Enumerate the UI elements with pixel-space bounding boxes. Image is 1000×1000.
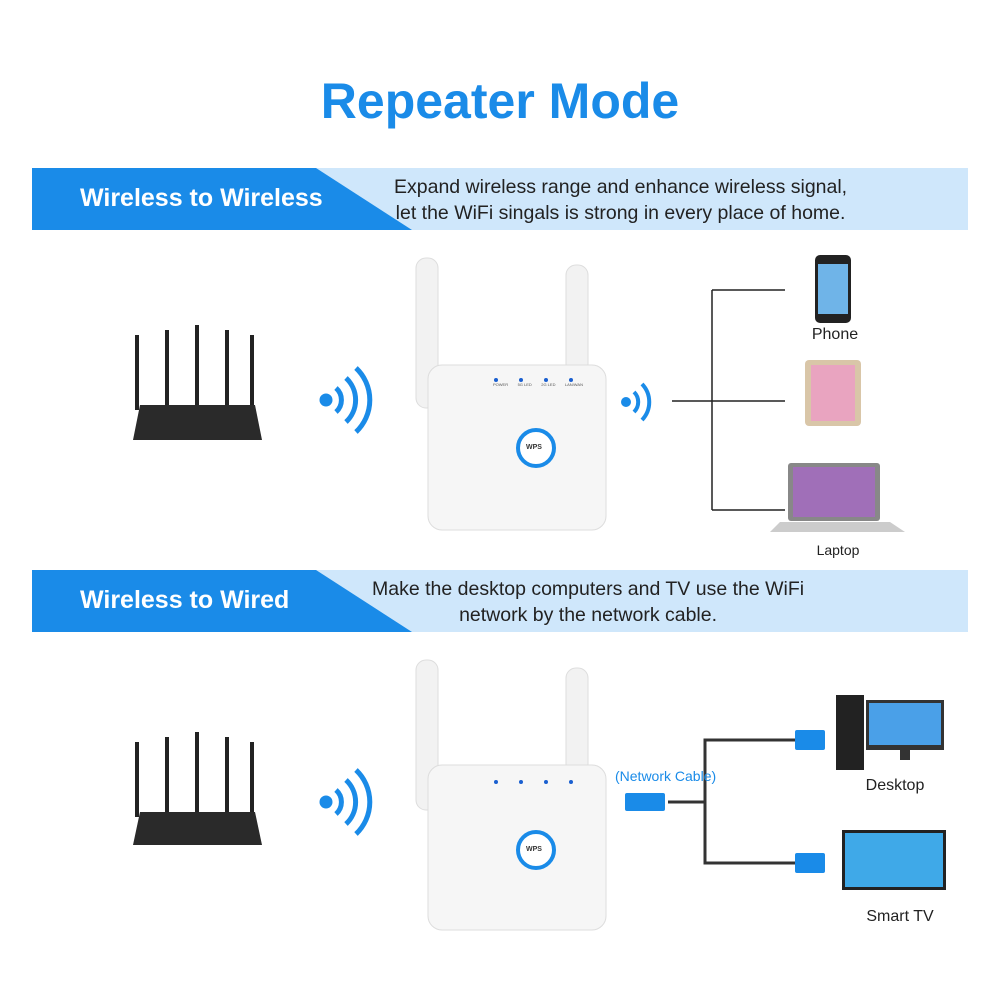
led-label: LAN/WAN — [564, 382, 583, 387]
section-banner-wired: Wireless to Wired Make the desktop compu… — [32, 570, 968, 632]
page-title: Repeater Mode — [320, 73, 680, 129]
connector-lines — [672, 289, 785, 511]
description-line: Expand wireless range and enhance wirele… — [394, 176, 848, 198]
repeater-icon — [415, 659, 607, 931]
laptop-icon — [770, 463, 905, 532]
phone-icon — [815, 255, 851, 323]
wps-button-label: WPS — [526, 444, 542, 451]
led-label: POWER — [493, 382, 509, 387]
smart-tv-icon — [842, 830, 946, 890]
section-heading: Wireless to Wireless — [80, 184, 323, 212]
led-label: 2G LED — [541, 382, 556, 387]
banner-shape — [32, 570, 968, 632]
section-description: Expand wireless range and enhance wirele… — [394, 174, 847, 226]
repeater-icon — [415, 257, 607, 531]
tablet-icon — [805, 360, 861, 426]
led-label: 5G LED — [517, 382, 532, 387]
device-label-smart-tv: Smart TV — [866, 908, 934, 925]
section-description: Make the desktop computers and TV use th… — [372, 576, 804, 628]
description-line: Make the desktop computers and TV use th… — [372, 578, 805, 600]
section-heading: Wireless to Wired — [80, 586, 290, 614]
wps-button-label: WPS — [526, 846, 542, 853]
wifi-signal-icon — [621, 382, 652, 422]
cable-connector-icon — [625, 730, 825, 873]
device-label-phone: Phone — [811, 326, 859, 343]
wireless-diagram — [133, 255, 905, 532]
network-cable-label: (Network Cable) — [615, 768, 717, 784]
network-cable — [668, 738, 795, 865]
device-label-desktop: Desktop — [865, 777, 925, 794]
wired-diagram — [133, 659, 946, 931]
router-icon — [133, 325, 262, 440]
led-labels: POWER 5G LED 2G LED LAN/WAN — [493, 382, 583, 387]
desktop-icon — [836, 695, 944, 770]
wifi-signal-icon — [319, 768, 373, 836]
description-line: network by the network cable. — [459, 604, 718, 626]
router-icon — [133, 732, 262, 845]
wifi-signal-icon — [319, 366, 373, 434]
section-banner-wireless: Wireless to Wireless Expand wireless ran… — [32, 168, 968, 230]
banner-shape — [32, 168, 968, 230]
device-label-laptop: Laptop — [816, 542, 860, 558]
description-line: let the WiFi singals is strong in every … — [395, 202, 846, 224]
